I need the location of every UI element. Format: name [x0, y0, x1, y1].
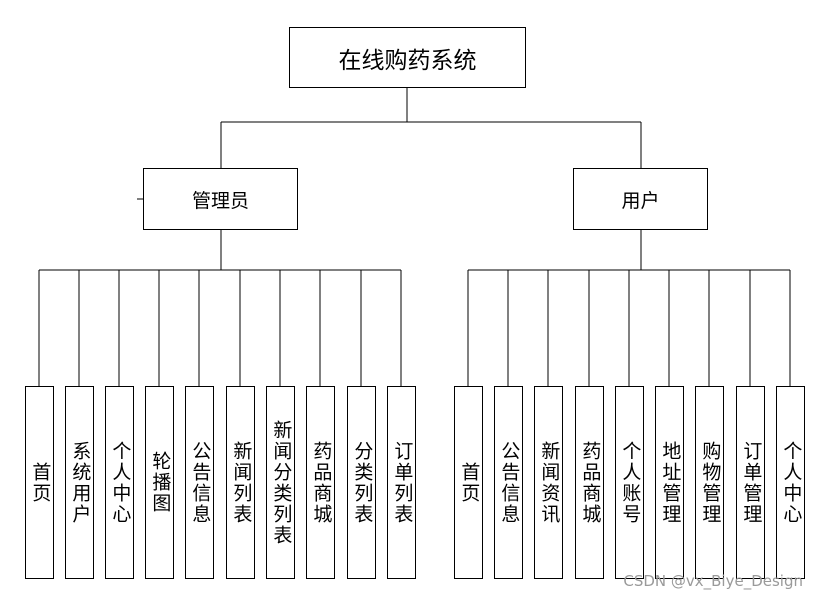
leaf-node: 药品商城: [575, 386, 604, 579]
watermark-text: CSDN @vx_Biye_Design: [623, 572, 803, 590]
leaf-node: 首页: [454, 386, 483, 579]
leaf-node: 分类列表: [347, 386, 376, 579]
leaf-node: 轮播图: [145, 386, 174, 579]
leaf-node: 公告信息: [185, 386, 214, 579]
leaf-node: 公告信息: [494, 386, 523, 579]
leaf-node: 新闻资讯: [534, 386, 563, 579]
leaf-node: 系统用户: [65, 386, 94, 579]
root-node-label: 在线购药系统: [338, 47, 477, 74]
group-node-user-label: 用户: [621, 189, 660, 212]
leaf-node: 个人中心: [105, 386, 134, 579]
leaf-node: 首页: [25, 386, 54, 579]
leaf-node: 地址管理: [655, 386, 684, 579]
leaf-node: 个人中心: [776, 386, 805, 579]
root-node: 在线购药系统: [289, 27, 526, 88]
leaf-node: 购物管理: [695, 386, 724, 579]
group-node-user: 用户: [573, 168, 708, 230]
leaf-node: 新闻分类列表: [266, 386, 295, 579]
group-node-admin: 管理员: [143, 168, 298, 230]
group-node-admin-label: 管理员: [191, 189, 249, 212]
leaf-node: 订单管理: [736, 386, 765, 579]
leaf-node: 新闻列表: [226, 386, 255, 579]
leaf-node: 订单列表: [387, 386, 416, 579]
leaf-node: 药品商城: [306, 386, 335, 579]
leaf-node: 个人账号: [615, 386, 644, 579]
